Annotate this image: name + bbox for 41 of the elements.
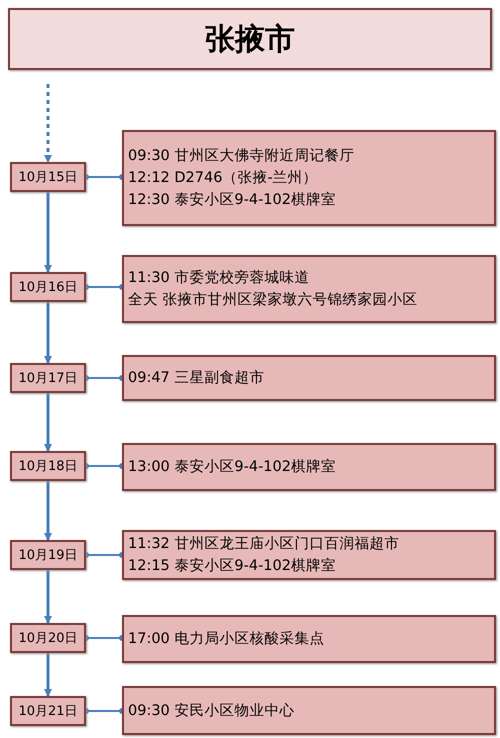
itinerary-entry: 13:00 泰安小区9-4-102棋牌室 xyxy=(128,458,337,477)
itinerary-entry: 09:30 安民小区物业中心 xyxy=(128,702,296,720)
arrow xyxy=(44,481,52,541)
itinerary-entry: 09:47 三星副食超市 xyxy=(128,368,266,388)
itinerary-entry: 全天 张掖市甘州区梁家墩六号锦绣家园小区 xyxy=(128,290,419,310)
itinerary-entry: 12:15 泰安小区9-4-102棋牌室 xyxy=(128,556,337,576)
arrow xyxy=(44,393,52,452)
date-box xyxy=(10,363,86,393)
itinerary-entry: 09:30 甘州区大佛寺附近周记餐厅 xyxy=(128,147,356,166)
date-label: 10月19日 xyxy=(18,547,78,564)
arrow xyxy=(44,302,52,364)
date-label: 10月16日 xyxy=(18,279,78,296)
arrow xyxy=(44,84,52,163)
itinerary-box xyxy=(122,355,496,401)
arrow xyxy=(44,570,52,624)
itinerary-box xyxy=(122,686,496,735)
itinerary-entry: 17:00 电力局小区核酸采集点 xyxy=(128,630,326,649)
date-box xyxy=(10,451,86,481)
itinerary-entry: 12:12 D2746（张掖-兰州） xyxy=(128,168,319,188)
date-label: 10月21日 xyxy=(18,703,78,720)
date-label: 10月15日 xyxy=(18,169,78,186)
itinerary-box xyxy=(122,615,496,663)
date-label: 10月17日 xyxy=(18,370,78,387)
itinerary-box xyxy=(122,530,496,580)
itinerary-box xyxy=(122,130,496,226)
date-box xyxy=(10,696,86,726)
itinerary-entry: 11:30 市委党校旁蓉城味道 xyxy=(128,268,310,288)
arrow xyxy=(44,653,52,697)
date-box xyxy=(10,540,86,570)
itinerary-box xyxy=(122,255,496,323)
date-box xyxy=(10,623,86,653)
date-label: 10月20日 xyxy=(18,630,78,647)
date-label: 10月18日 xyxy=(18,458,78,475)
city-title: 张掖市 xyxy=(205,20,295,58)
itinerary-entry: 12:30 泰安小区9-4-102棋牌室 xyxy=(128,190,337,210)
date-box xyxy=(10,272,86,302)
itinerary-entry: 11:32 甘州区龙王庙小区门口百润福超市 xyxy=(128,534,400,554)
title-box xyxy=(8,8,492,70)
arrow xyxy=(44,192,52,273)
itinerary-box xyxy=(122,443,496,491)
date-box xyxy=(10,162,86,192)
